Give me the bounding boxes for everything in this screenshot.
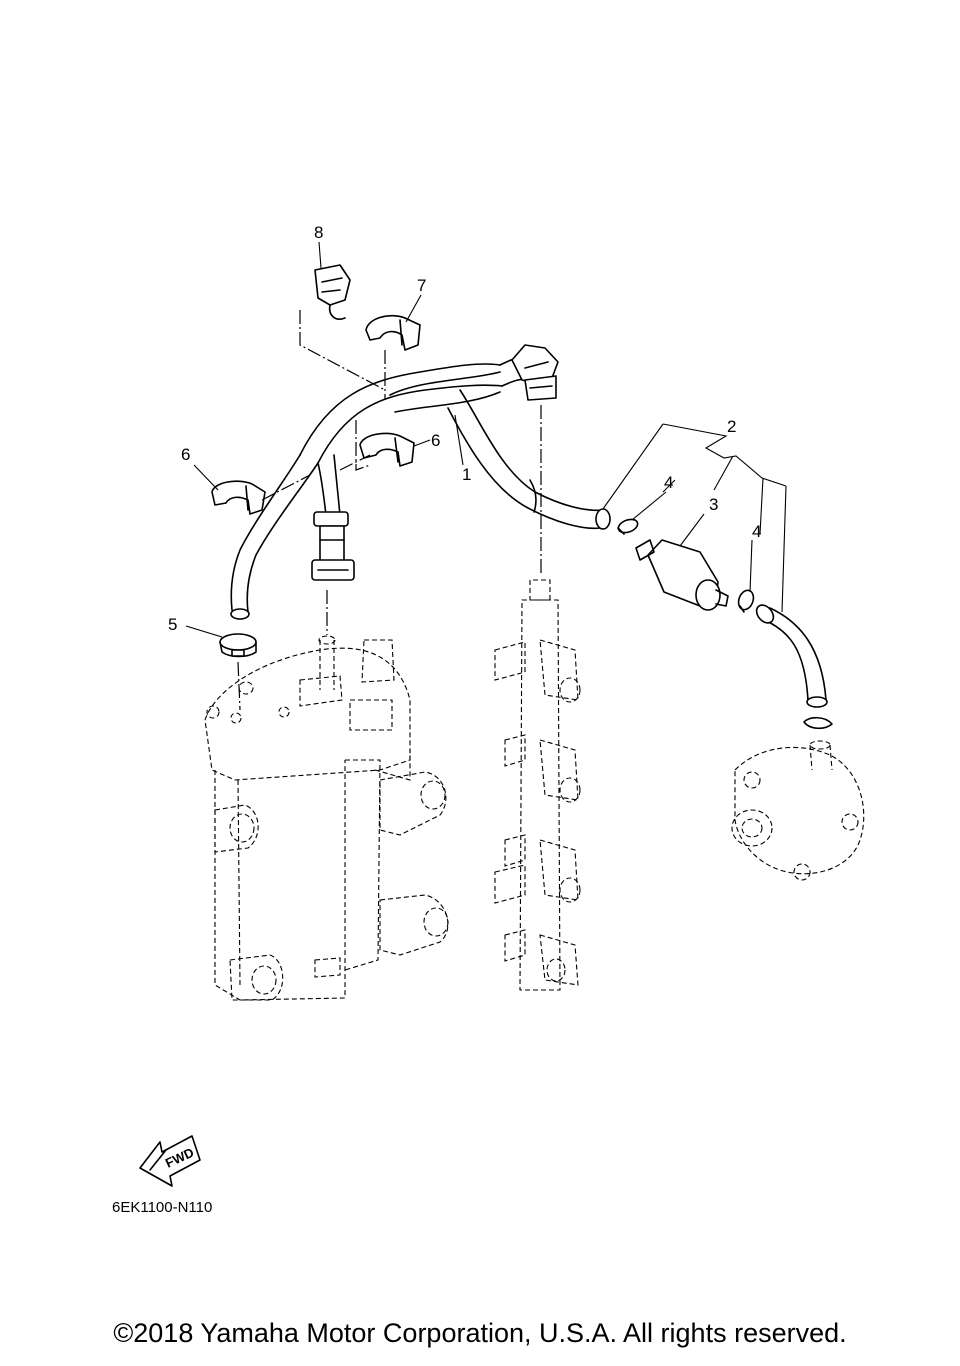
short-hose xyxy=(755,604,833,730)
fuel-rail xyxy=(494,579,581,991)
callout-3: 3 xyxy=(709,495,718,514)
fwd-arrow-icon: FWD xyxy=(139,1135,201,1187)
callout-2: 2 xyxy=(727,417,736,436)
vapor-separator xyxy=(204,635,449,1001)
clip-6-left xyxy=(211,480,266,515)
clamp-5 xyxy=(219,633,257,658)
callout-7: 7 xyxy=(417,276,426,295)
callout-5: 5 xyxy=(168,615,177,634)
quick-connector xyxy=(311,511,355,581)
callout-6-right: 6 xyxy=(431,431,440,450)
callout-6-left: 6 xyxy=(181,445,190,464)
clip-4-left xyxy=(617,518,639,535)
center-lines xyxy=(237,310,542,711)
clip-7 xyxy=(365,314,421,351)
callout-4-left: 4 xyxy=(664,473,673,492)
callout-1: 1 xyxy=(462,465,471,484)
elbow-joint xyxy=(511,344,559,401)
clamp-8 xyxy=(314,264,351,320)
fuel-filter-3 xyxy=(635,539,729,611)
clip-6-right xyxy=(359,432,415,467)
fuel-pump xyxy=(731,740,865,881)
leader-lines xyxy=(185,241,787,638)
callout-4-right: 4 xyxy=(752,522,761,541)
fuel-hose-1 xyxy=(230,356,611,620)
clip-4-right xyxy=(737,589,755,613)
copyright-notice: ©2018 Yamaha Motor Corporation, U.S.A. A… xyxy=(113,1318,847,1348)
injector xyxy=(504,639,581,986)
diagram-code: 6EK1100-N110 xyxy=(112,1199,212,1216)
callout-8: 8 xyxy=(314,223,323,242)
